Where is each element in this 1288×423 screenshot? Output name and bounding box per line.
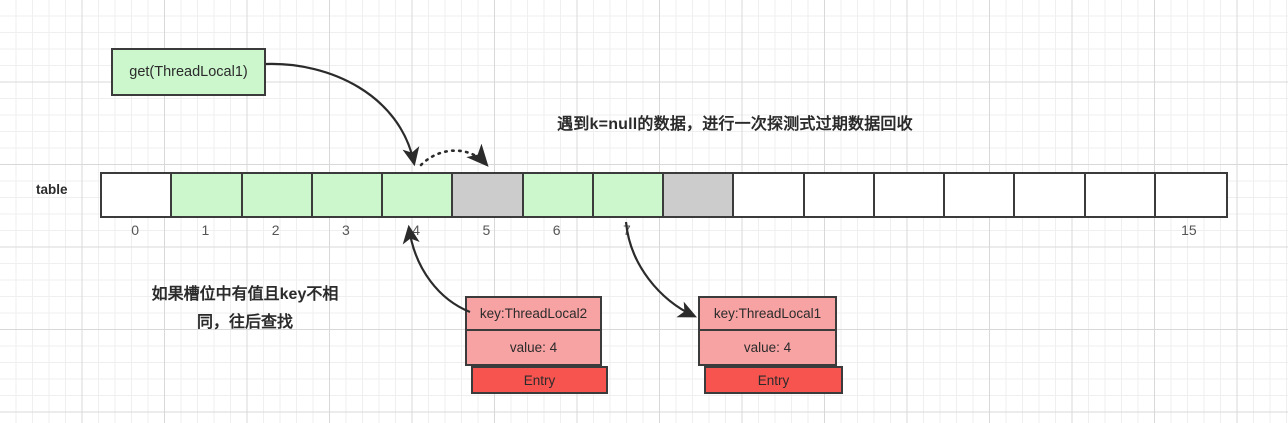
table-cell-2[interactable] (242, 174, 313, 216)
annotation-linear-probe: 如果槽位中有值且key不相 同，往后查找 (100, 281, 390, 337)
table-cell-15[interactable] (1155, 174, 1226, 216)
table-cell-4[interactable] (383, 174, 454, 216)
index-label-0: 0 (131, 222, 140, 238)
table-cell-13[interactable] (1015, 174, 1086, 216)
table-cell-3[interactable] (312, 174, 383, 216)
index-label-14 (1084, 222, 1154, 244)
table-cell-1[interactable] (172, 174, 243, 216)
table-label: table (36, 182, 68, 197)
annotation-expunge-stale-entry: 遇到k=null的数据，进行一次探测式过期数据回收 (557, 116, 913, 133)
index-label-3: 3 (341, 222, 350, 238)
entry-threadlocal2[interactable]: key:ThreadLocal2 value: 4 Entry (465, 296, 608, 394)
table-cell-8[interactable] (664, 174, 735, 216)
get-box-label: get(ThreadLocal1) (129, 64, 248, 80)
index-label-13 (1013, 222, 1083, 244)
entry-threadlocal1[interactable]: key:ThreadLocal1 value: 4 Entry (698, 296, 843, 394)
table-cell-14[interactable] (1085, 174, 1156, 216)
index-label-11 (873, 222, 943, 244)
index-label-12 (943, 222, 1013, 244)
index-label-4: 4 (412, 222, 421, 238)
arrow-get-to-slot4 (265, 62, 420, 167)
index-label-6: 6 (552, 222, 561, 238)
table-cell-9[interactable] (734, 174, 805, 216)
index-label-8 (662, 222, 732, 244)
index-label-15: 15 (1181, 222, 1197, 238)
index-label-7: 7 (622, 222, 631, 238)
index-label-5: 5 (482, 222, 491, 238)
index-label-1: 1 (201, 222, 210, 238)
table-cell-10[interactable] (804, 174, 875, 216)
table-slots (100, 172, 1228, 218)
entry-threadlocal2-footer: Entry (471, 366, 608, 394)
table-index-labels: 0 1 2 3 4 5 6 7 15 (100, 222, 1224, 244)
index-label-2: 2 (271, 222, 280, 238)
table-cell-7[interactable] (593, 174, 664, 216)
arrow-probe-slot4-to-slot5 (419, 143, 489, 167)
annotation-linear-probe-line1: 如果槽位中有值且key不相 (151, 286, 339, 303)
table-cell-6[interactable] (523, 174, 594, 216)
entry-threadlocal1-key: key:ThreadLocal1 (698, 296, 837, 331)
index-label-9 (732, 222, 802, 244)
annotation-linear-probe-line2: 同，往后查找 (196, 314, 293, 331)
index-label-10 (803, 222, 873, 244)
table-cell-12[interactable] (945, 174, 1016, 216)
table-cell-0[interactable] (102, 174, 173, 216)
get-threadlocal-box[interactable]: get(ThreadLocal1) (111, 48, 266, 96)
table-cell-11[interactable] (874, 174, 945, 216)
entry-threadlocal1-footer: Entry (704, 366, 843, 394)
entry-threadlocal2-value: value: 4 (465, 331, 602, 366)
entry-threadlocal1-value: value: 4 (698, 331, 837, 366)
entry-threadlocal2-key: key:ThreadLocal2 (465, 296, 602, 331)
table-cell-5[interactable] (453, 174, 524, 216)
